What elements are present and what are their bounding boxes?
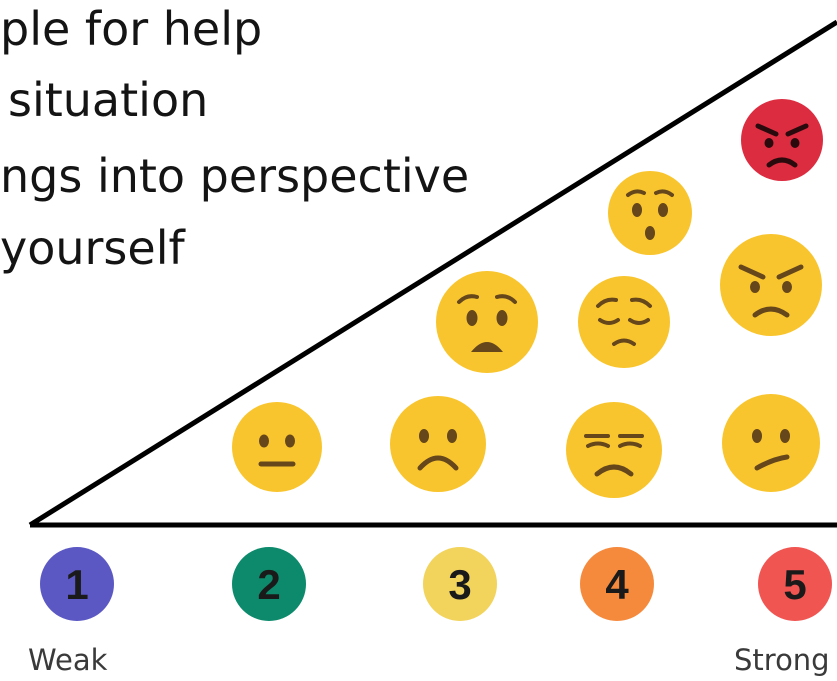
level-number: 5 xyxy=(783,561,806,608)
tip-line-1: ple for help xyxy=(0,2,263,56)
eyebrow xyxy=(626,189,646,197)
level-markers: 1 2 3 4 5 xyxy=(40,547,832,621)
tip-line-3: ngs into perspective xyxy=(0,149,470,203)
eye xyxy=(466,310,478,326)
face-circle xyxy=(741,99,823,181)
level-number: 4 xyxy=(605,561,629,608)
eye xyxy=(658,203,668,217)
level-number: 1 xyxy=(65,561,88,608)
level-circle xyxy=(423,547,497,621)
eyebrow xyxy=(596,297,618,308)
eye xyxy=(752,429,762,443)
eyebrow xyxy=(457,294,479,304)
level-marker-5: 5 xyxy=(758,547,832,621)
eye xyxy=(782,281,792,293)
level-circle xyxy=(758,547,832,621)
eye xyxy=(780,429,790,443)
eyebrow xyxy=(630,297,652,308)
strong-label: Strong xyxy=(734,643,830,677)
worried-face-icon xyxy=(436,271,538,373)
confused-face-icon xyxy=(722,394,820,492)
eyebrow xyxy=(776,264,804,280)
mouth xyxy=(752,306,790,318)
hushed-face-icon xyxy=(608,171,692,255)
mouth xyxy=(417,455,459,471)
face-circle xyxy=(390,396,486,492)
eyebrow xyxy=(738,264,766,280)
level-marker-2: 2 xyxy=(232,547,306,621)
face-circle xyxy=(436,271,538,373)
face-circle xyxy=(566,402,662,498)
level-circle xyxy=(40,547,114,621)
eyebrow xyxy=(654,189,674,197)
level-marker-4: 4 xyxy=(580,547,654,621)
eye xyxy=(496,310,508,326)
level-marker-1: 1 xyxy=(40,547,114,621)
mouth xyxy=(766,157,798,168)
mouth xyxy=(612,338,636,346)
face-circle xyxy=(720,234,822,336)
emoji-faces xyxy=(232,99,823,498)
face-circle xyxy=(578,276,670,368)
eye xyxy=(285,434,295,448)
eyebrow xyxy=(755,123,779,137)
pouting-face-icon xyxy=(741,99,823,181)
face-circle xyxy=(232,402,322,492)
triangle-slope-line xyxy=(28,19,837,528)
eye xyxy=(586,441,610,448)
eye xyxy=(750,281,760,293)
mouth xyxy=(594,464,634,477)
eye xyxy=(598,318,620,325)
eye xyxy=(259,434,269,448)
eye xyxy=(628,318,650,325)
face-circle xyxy=(722,394,820,492)
face-circle xyxy=(608,171,692,255)
eye xyxy=(618,441,642,448)
eye xyxy=(447,429,457,443)
unamused-face-icon xyxy=(566,402,662,498)
eyebrow xyxy=(785,123,809,137)
pensive-face-icon xyxy=(578,276,670,368)
level-circle xyxy=(232,547,306,621)
eye xyxy=(764,138,774,148)
eye xyxy=(419,429,429,443)
level-marker-3: 3 xyxy=(423,547,497,621)
level-number: 3 xyxy=(448,561,471,608)
eyebrow xyxy=(495,294,517,304)
frowning-face-icon xyxy=(390,396,486,492)
eye xyxy=(790,138,800,148)
tip-line-4: yourself xyxy=(0,221,185,275)
mouth xyxy=(471,342,503,352)
weak-label: Weak xyxy=(28,643,108,677)
angry-face-icon xyxy=(720,234,822,336)
level-circle xyxy=(580,547,654,621)
mouth xyxy=(754,454,790,471)
mouth xyxy=(645,226,655,240)
neutral-face-icon xyxy=(232,402,322,492)
eye xyxy=(632,203,642,217)
level-number: 2 xyxy=(257,561,280,608)
tip-line-2: situation xyxy=(8,73,209,127)
